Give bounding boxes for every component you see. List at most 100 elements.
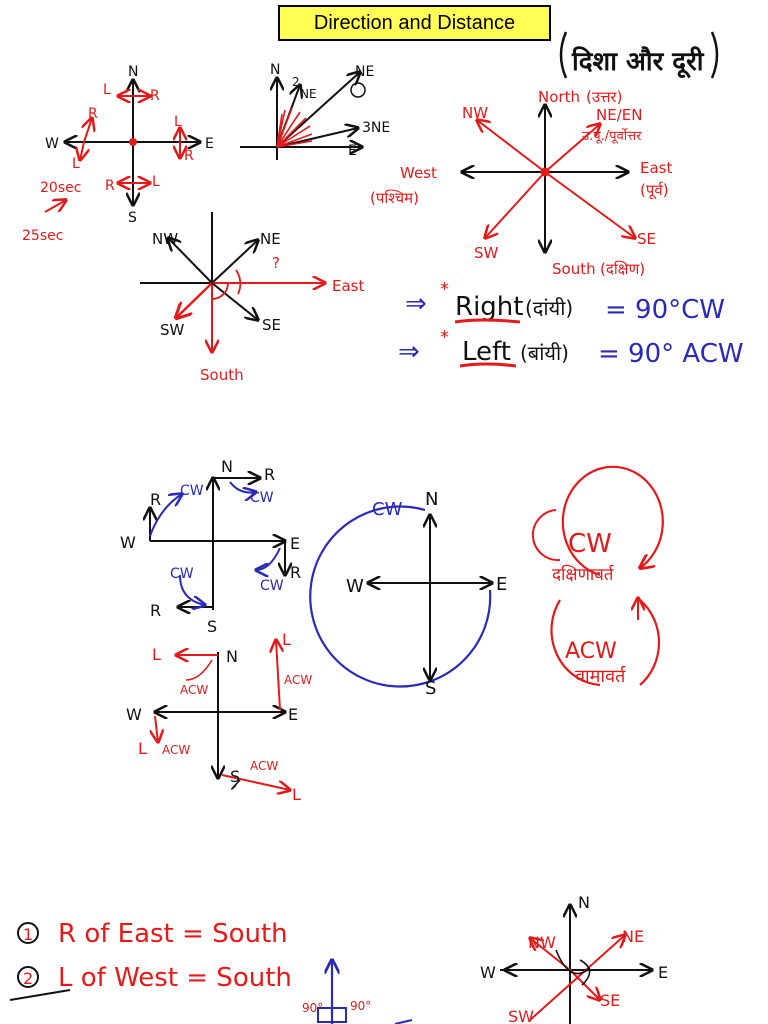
svg-text:E: E: [348, 143, 357, 159]
svg-text:= 90°CW: = 90°CW: [605, 295, 725, 325]
cw-rotation-labels: N R R CW CW W E CW CW R R S: [120, 457, 301, 636]
svg-text:= 90° ACW: = 90° ACW: [598, 339, 744, 369]
ne-fan-labels: N 2 NE NE 3NE E: [270, 62, 390, 159]
cw-rotation-compass: [150, 478, 285, 610]
svg-text:NW: NW: [528, 933, 556, 952]
svg-text:E: E: [205, 136, 214, 152]
svg-text:Left: Left: [462, 337, 511, 367]
svg-text:*: *: [440, 279, 449, 300]
svg-text:R: R: [264, 465, 275, 484]
rule-2-text: L of West = South: [58, 963, 292, 993]
bottom-right-labels: N NW NE W E SE SW: [480, 893, 668, 1024]
subtitle-text: दिशा और दूरी: [571, 46, 705, 79]
compass-rl-diagram: [44, 80, 200, 213]
cw-circle-compass: [309, 505, 492, 688]
bottom-right-compass: [500, 905, 652, 1024]
svg-text:W: W: [45, 136, 59, 152]
svg-text:L: L: [174, 114, 182, 130]
svg-text:NE/EN: NE/EN: [596, 106, 642, 124]
rule-1-number: 1: [23, 925, 33, 944]
svg-text:N: N: [128, 64, 138, 80]
svg-text:North: North: [538, 88, 580, 106]
compass-rl-labels: N S W E L R R L L R R L 20sec 25sec: [22, 64, 214, 244]
svg-text:Right: Right: [455, 292, 523, 322]
svg-text:90°: 90°: [302, 1001, 323, 1015]
svg-text:⇒: ⇒: [405, 289, 427, 319]
svg-text:R: R: [184, 148, 194, 164]
svg-text:SE: SE: [637, 230, 656, 248]
svg-text:L: L: [152, 645, 161, 664]
svg-text:NE: NE: [300, 87, 317, 101]
svg-text:CW: CW: [170, 566, 194, 582]
svg-text:L: L: [152, 174, 160, 190]
svg-text:ACW: ACW: [250, 759, 278, 773]
svg-text:South: South: [200, 366, 244, 384]
svg-text:S: S: [230, 767, 240, 786]
svg-text:(पश्चिम): (पश्चिम): [370, 189, 419, 207]
svg-text:(दक्षिण): (दक्षिण): [600, 260, 645, 278]
svg-text:SW: SW: [160, 321, 185, 339]
svg-text:W: W: [120, 533, 136, 552]
svg-text:L: L: [282, 630, 291, 649]
subtitle-hindi: दिशा और दूरी: [559, 31, 719, 79]
svg-text:ACW: ACW: [180, 683, 208, 697]
svg-text:N: N: [226, 647, 238, 666]
svg-text:N: N: [221, 457, 233, 476]
svg-text:N: N: [270, 62, 280, 78]
rule-2-number: 2: [23, 969, 33, 988]
svg-text:NW: NW: [152, 230, 178, 248]
cw-acw-definitions: [531, 465, 664, 687]
svg-text:S: S: [128, 210, 137, 226]
svg-text:*: *: [440, 327, 449, 348]
page-title: Direction and Distance: [278, 5, 551, 41]
east-south-compass: [140, 212, 325, 352]
svg-text:S: S: [425, 678, 436, 699]
ninety-degree-labels: 90° 90°: [302, 999, 371, 1015]
svg-text:L: L: [103, 82, 111, 98]
svg-text:R: R: [150, 88, 160, 104]
cw-acw-labels: CW दक्षिणावर्त ACW वामावर्त: [552, 529, 626, 687]
cw-circle-labels: CW N W E S: [346, 489, 507, 699]
svg-text:CW: CW: [372, 499, 403, 520]
svg-text:East: East: [640, 159, 672, 177]
svg-text:?: ?: [272, 254, 280, 272]
svg-text:SE: SE: [262, 316, 281, 334]
svg-text:R: R: [88, 106, 98, 122]
svg-text:उ.पू./पूर्वोत्तर: उ.पू./पूर्वोत्तर: [582, 128, 642, 144]
svg-text:CW: CW: [568, 529, 612, 559]
svg-text:SE: SE: [600, 991, 620, 1010]
svg-text:S: S: [207, 617, 217, 636]
right-left-rules: ⇒ * Right (दांयी) = 90°CW ⇒ * Left (बांय…: [398, 279, 744, 369]
svg-text:CW: CW: [250, 490, 274, 506]
svg-text:ACW: ACW: [284, 673, 312, 687]
svg-text:N: N: [578, 893, 590, 912]
svg-text:L: L: [292, 785, 301, 804]
ne-fan-diagram: [240, 72, 366, 160]
svg-text:(उत्तर): (उत्तर): [586, 88, 622, 106]
acw-rotation-labels: L N L ACW ACW W E L ACW S ACW L: [126, 630, 312, 804]
svg-text:R: R: [290, 563, 301, 582]
svg-text:E: E: [290, 534, 300, 553]
eight-point-labels: North (उत्तर) NE/EN उ.पू./पूर्वोत्तर NW …: [370, 88, 672, 278]
svg-text:2: 2: [292, 75, 300, 89]
svg-text:L: L: [138, 739, 147, 758]
svg-text:W: W: [480, 963, 496, 982]
svg-text:CW: CW: [260, 578, 284, 594]
svg-text:ACW: ACW: [565, 639, 617, 664]
svg-text:E: E: [496, 574, 507, 595]
svg-text:NE: NE: [355, 64, 374, 80]
svg-text:South: South: [552, 260, 596, 278]
svg-text:L: L: [72, 156, 80, 172]
svg-text:E: E: [658, 963, 668, 982]
svg-text:3NE: 3NE: [362, 120, 390, 136]
rule-1-text: R of East = South: [58, 919, 288, 949]
svg-text:NE: NE: [260, 230, 281, 248]
svg-text:NW: NW: [462, 104, 488, 122]
svg-text:East: East: [332, 277, 364, 295]
svg-text:वामावर्त: वामावर्त: [575, 665, 626, 687]
svg-text:SW: SW: [508, 1007, 534, 1024]
svg-text:25sec: 25sec: [22, 228, 63, 244]
svg-text:N: N: [425, 489, 438, 510]
ninety-degree-diagram: [317, 960, 413, 1024]
